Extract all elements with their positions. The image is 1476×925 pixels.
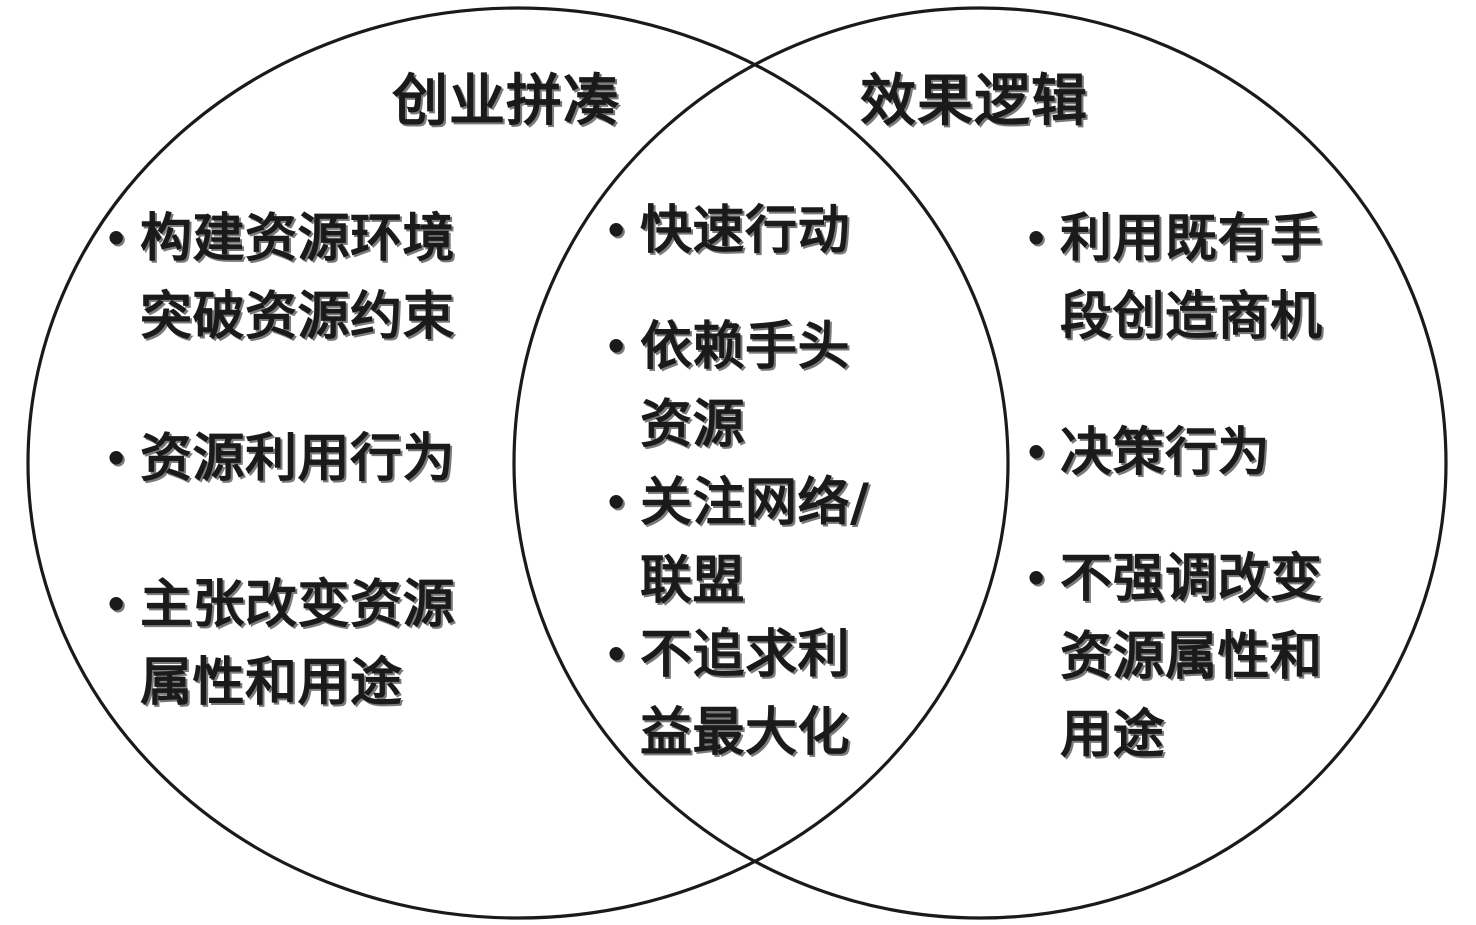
left-item-3: • 主张改变资源 属性和用途: [104, 566, 455, 722]
bullet-dot: •: [104, 583, 129, 627]
right-item-2: • 决策行为: [1024, 414, 1270, 492]
left-item-3-line-1: 主张改变资源: [140, 575, 456, 635]
right-item-3-line-1: 不强调改变: [1060, 549, 1323, 609]
overlap-item-4-line-2: 益最大化: [640, 703, 851, 763]
overlap-item-1-line-1: 快速行动: [640, 201, 851, 261]
bullet-dot: •: [1024, 431, 1049, 475]
right-item-3-line-3: 用途: [1060, 705, 1166, 765]
bullet-dot: •: [604, 325, 629, 369]
overlap-item-1: • 快速行动: [604, 192, 850, 270]
overlap-item-3-line-2: 联盟: [640, 551, 746, 611]
overlap-item-2-line-2: 资源: [640, 395, 746, 455]
left-item-2: • 资源利用行为: [104, 420, 455, 498]
left-circle: [26, 6, 1010, 920]
bullet-dot: •: [104, 217, 129, 261]
overlap-item-3: • 关注网络/ 联盟: [604, 464, 870, 620]
overlap-item-2: • 依赖手头 资源: [604, 308, 850, 464]
right-circle: [512, 6, 1448, 920]
bullet-dot: •: [604, 481, 629, 525]
right-circle-title: 效果逻辑: [860, 69, 1088, 134]
overlap-item-4: • 不追求利 益最大化: [604, 616, 850, 772]
bullet-dot: •: [604, 209, 629, 253]
right-item-2-line-1: 决策行为: [1060, 423, 1271, 483]
left-item-2-line-1: 资源利用行为: [140, 429, 456, 489]
overlap-item-4-line-1: 不追求利: [640, 625, 851, 685]
overlap-item-3-line-1: 关注网络/: [640, 473, 870, 533]
bullet-dot: •: [604, 633, 629, 677]
left-item-1-line-2: 突破资源约束: [140, 287, 456, 347]
left-item-3-line-2: 属性和用途: [140, 653, 403, 713]
right-item-1-line-2: 段创造商机: [1060, 287, 1323, 347]
left-item-1-line-1: 构建资源环境: [140, 209, 456, 269]
bullet-dot: •: [1024, 557, 1049, 601]
right-item-1: • 利用既有手 段创造商机: [1024, 200, 1323, 356]
overlap-item-2-line-1: 依赖手头: [640, 317, 851, 377]
right-item-3: • 不强调改变 资源属性和 用途: [1024, 540, 1323, 774]
bullet-dot: •: [104, 437, 129, 481]
left-item-1: • 构建资源环境 突破资源约束: [104, 200, 455, 356]
right-item-3-line-2: 资源属性和: [1060, 627, 1323, 687]
bullet-dot: •: [1024, 217, 1049, 261]
left-circle-title: 创业拼凑: [392, 69, 620, 134]
right-item-1-line-1: 利用既有手: [1060, 209, 1323, 269]
